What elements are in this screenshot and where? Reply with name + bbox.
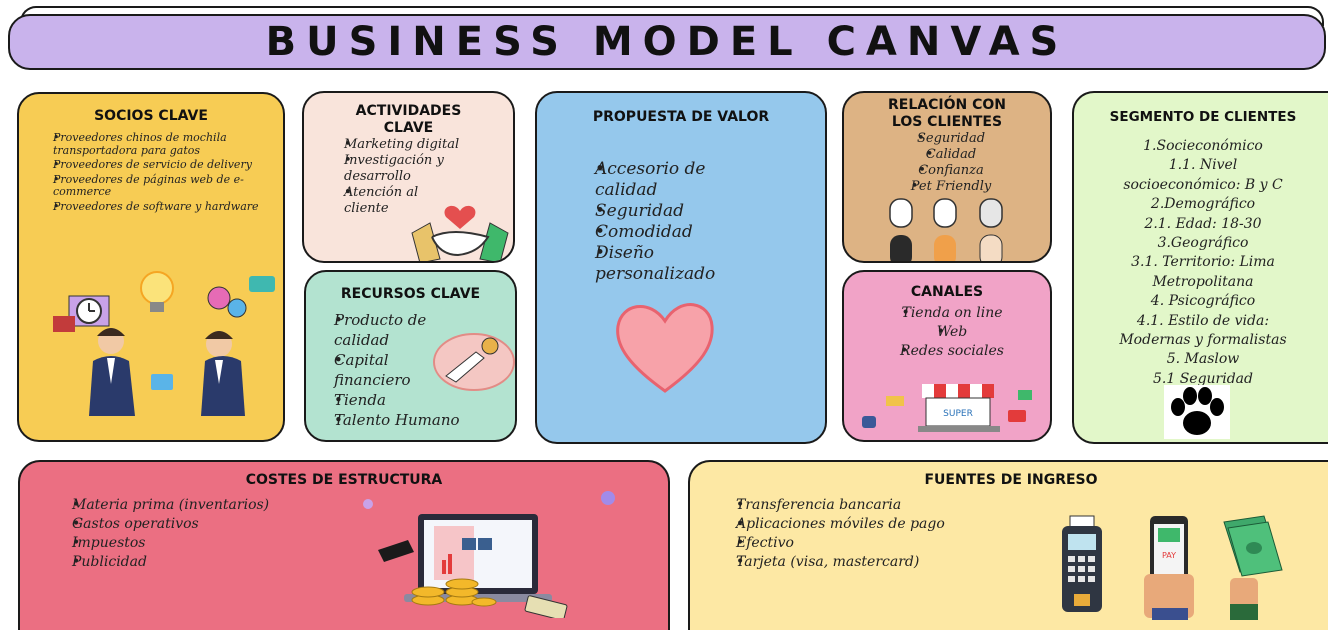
fuentes-ingreso-title: FUENTES DE INGRESO xyxy=(924,472,1098,488)
propuesta-valor-list: Accesorio de calidad Seguridad Comodidad… xyxy=(595,159,805,285)
relacion-clientes-title: RELACIÓN CON LOS CLIENTES xyxy=(844,97,1050,131)
segment-line: 2.1. Edad: 18-30 xyxy=(1144,215,1262,232)
actividades-title-line2: CLAVE xyxy=(383,120,434,136)
list-item: Investigación y desarrollo xyxy=(344,153,501,185)
list-item: Impuestos xyxy=(72,534,668,553)
segment-line: Metropolitana xyxy=(1152,273,1254,290)
recursos-clave-list: Producto de calidad Capital financiero T… xyxy=(334,310,505,430)
handshake-heart-icon xyxy=(411,205,509,261)
card-terminal-icon xyxy=(1062,515,1102,612)
canales-title: CANALES xyxy=(910,284,984,300)
socios-clave-box: SOCIOS CLAVE Proveedores chinos de mochi… xyxy=(17,92,285,442)
list-item: Web xyxy=(862,323,1042,342)
money-hand-icon xyxy=(433,333,515,391)
paw-print-icon xyxy=(1171,387,1224,435)
phone-pay-icon: PAY xyxy=(1144,516,1194,620)
list-item: Confianza xyxy=(860,163,1042,179)
segment-line: 5. Maslow xyxy=(1166,351,1240,368)
list-item: Calidad xyxy=(860,147,1042,163)
list-item: Atención al cliente xyxy=(344,185,444,217)
list-item: Diseño personalizado xyxy=(595,243,765,285)
heart-icon xyxy=(616,303,714,393)
canales-list: Tienda on line Web Redes sociales xyxy=(862,304,1042,361)
segment-line: 2.Demográfico xyxy=(1150,196,1256,213)
recursos-clave-title: RECURSOS CLAVE xyxy=(340,286,481,302)
list-item: Proveedores de páginas web de e-commerce xyxy=(53,173,267,199)
costes-estructura-box: COSTES DE ESTRUCTURA Materia prima (inve… xyxy=(18,460,670,630)
segment-line: socioeconómico: B y C xyxy=(1123,176,1283,193)
list-item: Proveedores chinos de mochila transporta… xyxy=(53,131,267,157)
list-item: Marketing digital xyxy=(344,137,501,153)
list-item: Accesorio de calidad xyxy=(595,159,765,201)
list-item: Tienda on line xyxy=(862,304,1042,323)
list-item: Publicidad xyxy=(72,553,668,572)
relacion-title-line2: LOS CLIENTES xyxy=(891,114,1003,130)
relacion-clientes-box: RELACIÓN CON LOS CLIENTES Seguridad Cali… xyxy=(842,91,1052,263)
fuentes-ingreso-box: FUENTES DE INGRESO Transferencia bancari… xyxy=(688,460,1328,630)
title-banner: BUSINESS MODEL CANVAS xyxy=(8,14,1326,70)
socios-clave-title: SOCIOS CLAVE xyxy=(94,108,208,124)
segmento-clientes-list: 1.Socieconómico 1.1. Nivel socioeconómic… xyxy=(1074,137,1328,389)
store-icon: SUPER xyxy=(862,384,1032,432)
list-item: Proveedores de software y hardware xyxy=(53,200,267,214)
actividades-clave-title: ACTIVIDADES CLAVE xyxy=(304,103,513,137)
list-item: Materia prima (inventarios) xyxy=(72,496,668,515)
paws-icon xyxy=(889,198,1003,261)
list-item: Tarjeta (visa, mastercard) xyxy=(736,553,1328,572)
segmento-clientes-box: SEGMENTO DE CLIENTES 1.Socieconómico 1.1… xyxy=(1072,91,1328,444)
actividades-clave-box: ACTIVIDADES CLAVE Marketing digital Inve… xyxy=(302,91,515,263)
list-item: Capital financiero xyxy=(334,350,434,390)
gears-icon xyxy=(207,276,275,318)
list-item: Pet Friendly xyxy=(860,179,1042,195)
segment-line: 4. Psicográfico xyxy=(1150,293,1256,310)
list-item: Efectivo xyxy=(736,534,1328,553)
list-item: Seguridad xyxy=(860,131,1042,147)
list-item: Redes sociales xyxy=(862,342,1042,361)
segment-line: 1.Socieconómico xyxy=(1143,138,1263,154)
list-item: Proveedores de servicio de delivery xyxy=(53,158,267,172)
list-item: Producto de calidad xyxy=(334,310,454,350)
store-sign: SUPER xyxy=(943,409,973,419)
segment-line: 3.Geográfico xyxy=(1157,235,1249,252)
cash-icon xyxy=(1223,515,1283,620)
segment-line: 4.1. Estilo de vida: xyxy=(1136,312,1270,329)
list-item: Transferencia bancaria xyxy=(736,496,1328,515)
recursos-clave-box: RECURSOS CLAVE Producto de calidad Capit… xyxy=(304,270,517,442)
laptop-coins-icon xyxy=(363,491,615,618)
list-item: Gastos operativos xyxy=(72,515,668,534)
propuesta-valor-box: PROPUESTA DE VALOR Accesorio de calidad … xyxy=(535,91,827,444)
segment-line: 5.1 Seguridad xyxy=(1152,370,1253,387)
relacion-title-line1: RELACIÓN CON xyxy=(888,97,1006,113)
actividades-title-line1: ACTIVIDADES xyxy=(355,103,462,119)
list-item: Seguridad xyxy=(595,201,805,222)
relacion-clientes-list: Seguridad Calidad Confianza Pet Friendly xyxy=(860,131,1042,195)
costes-estructura-list: Materia prima (inventarios) Gastos opera… xyxy=(72,496,668,572)
list-item: Aplicaciones móviles de pago xyxy=(736,515,1328,534)
page-title: BUSINESS MODEL CANVAS xyxy=(265,19,1069,65)
segment-line: 1.1. Nivel xyxy=(1168,157,1238,174)
phone-pay-label: PAY xyxy=(1162,551,1176,560)
canales-box: CANALES Tienda on line Web Redes sociale… xyxy=(842,270,1052,442)
costes-estructura-title: COSTES DE ESTRUCTURA xyxy=(245,472,443,488)
fuentes-ingreso-list: Transferencia bancaria Aplicaciones móvi… xyxy=(736,496,1328,572)
socios-clave-list: Proveedores chinos de mochila transporta… xyxy=(53,131,267,214)
list-item: Tienda xyxy=(334,390,505,410)
segment-line: Modernas y formalistas xyxy=(1119,332,1287,349)
list-item: Comodidad xyxy=(595,222,805,243)
propuesta-valor-title: PROPUESTA DE VALOR xyxy=(592,109,770,125)
lightbulb-icon xyxy=(140,271,174,312)
businessmen-handshake-icon xyxy=(89,328,245,416)
clock-icon xyxy=(68,295,110,327)
list-item: Talento Humano xyxy=(334,410,505,430)
segment-line: 3.1. Territorio: Lima xyxy=(1131,254,1275,271)
segmento-clientes-title: SEGMENTO DE CLIENTES xyxy=(1109,109,1297,125)
actividades-clave-list: Marketing digital Investigación y desarr… xyxy=(344,137,501,217)
paw-print-box xyxy=(1164,385,1230,439)
socios-illustration xyxy=(53,271,275,416)
